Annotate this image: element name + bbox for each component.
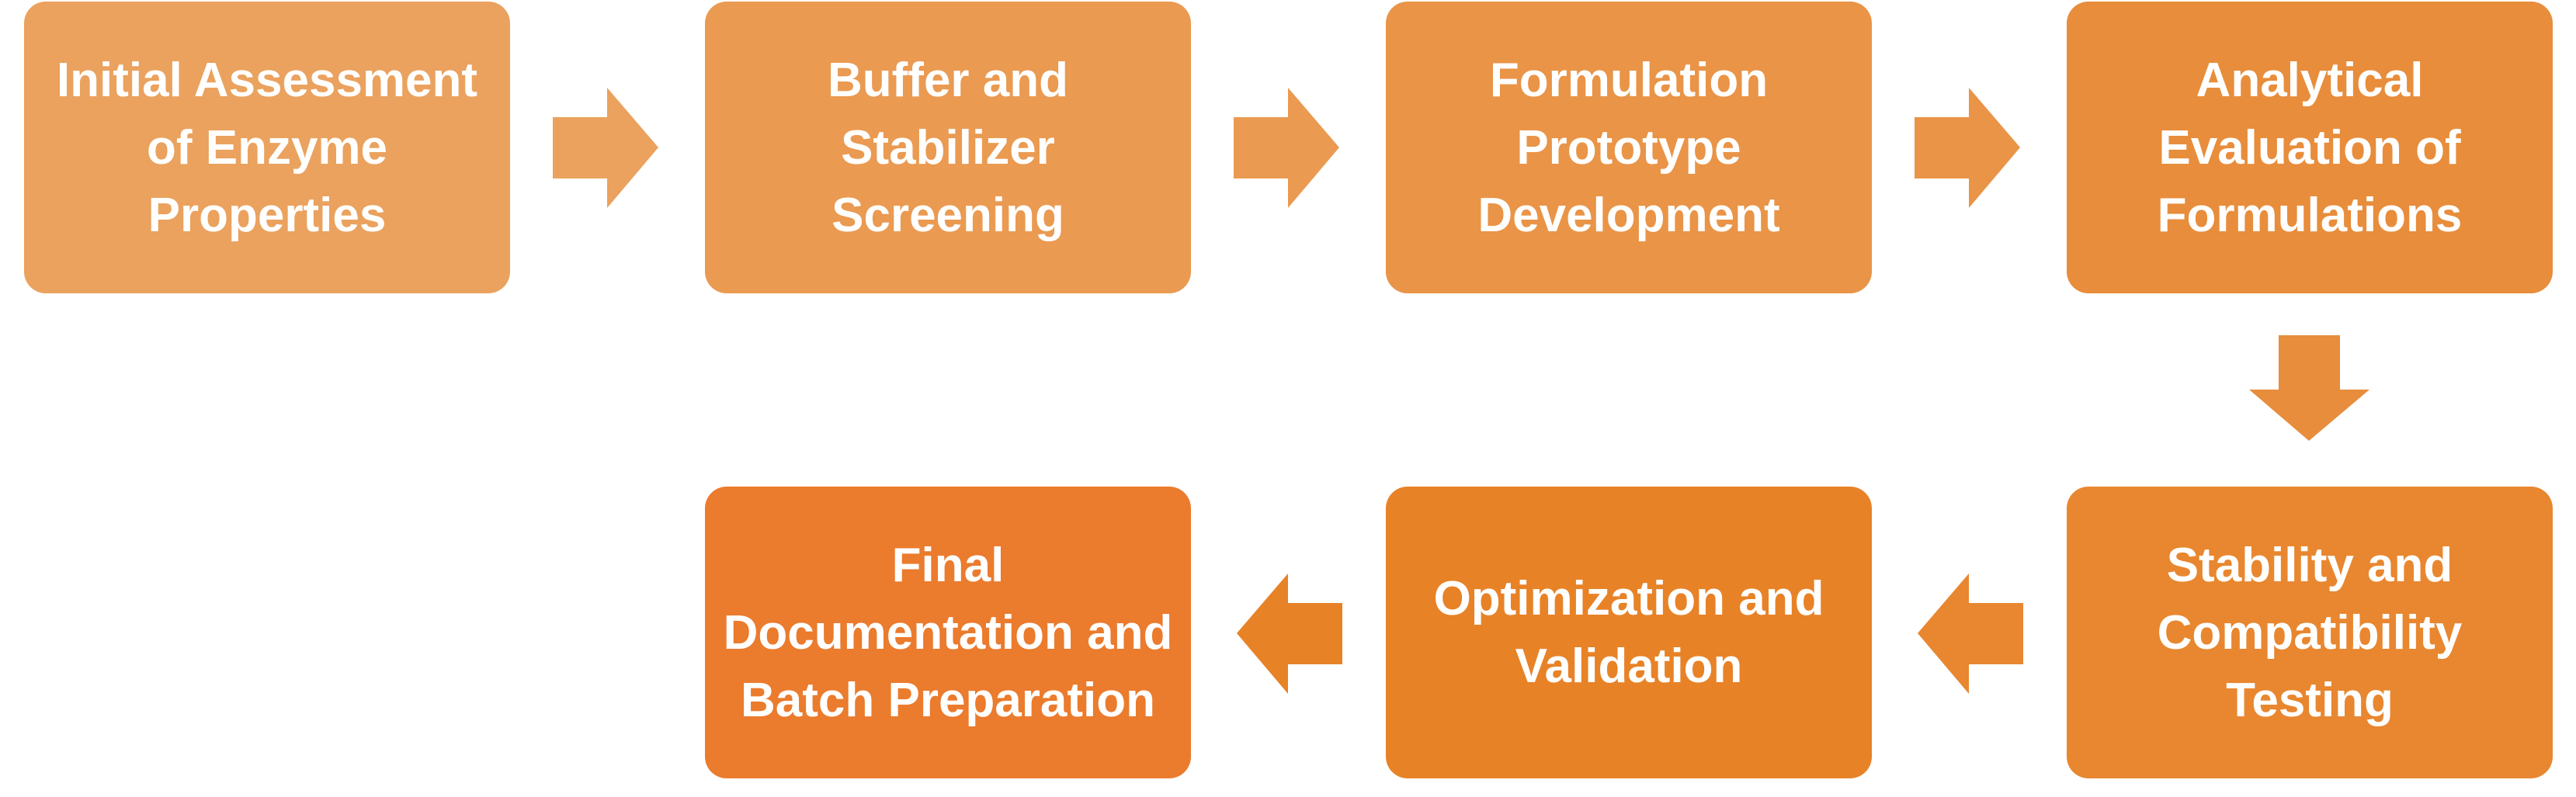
arrow-left-icon	[1918, 573, 2023, 694]
step-1-box: Initial Assessment of Enzyme Properties	[24, 2, 510, 293]
step-6-box: Optimization and Validation	[1386, 487, 1872, 778]
arrow-down-icon	[2249, 335, 2369, 441]
step-3-box: Formulation Prototype Development	[1386, 2, 1872, 293]
step-5-label: Stability and Compatibility Testing	[2157, 538, 2463, 727]
step-7-box: Final Documentation and Batch Preparatio…	[705, 487, 1191, 778]
step-1-label: Initial Assessment of Enzyme Properties	[56, 53, 478, 242]
step-4-box: Analytical Evaluation of Formulations	[2067, 2, 2553, 293]
step-5-box: Stability and Compatibility Testing	[2067, 487, 2553, 778]
arrow-right-icon	[1234, 88, 1339, 208]
step-6-label: Optimization and Validation	[1433, 572, 1824, 693]
step-2-box: Buffer and Stabilizer Screening	[705, 2, 1191, 293]
arrow-right-icon	[1915, 88, 2020, 208]
step-3-label: Formulation Prototype Development	[1477, 53, 1780, 242]
step-2-label: Buffer and Stabilizer Screening	[828, 53, 1068, 242]
arrow-left-icon	[1237, 573, 1342, 694]
step-4-label: Analytical Evaluation of Formulations	[2157, 53, 2463, 242]
arrow-right-icon	[553, 88, 658, 208]
step-7-label: Final Documentation and Batch Preparatio…	[723, 538, 1173, 727]
